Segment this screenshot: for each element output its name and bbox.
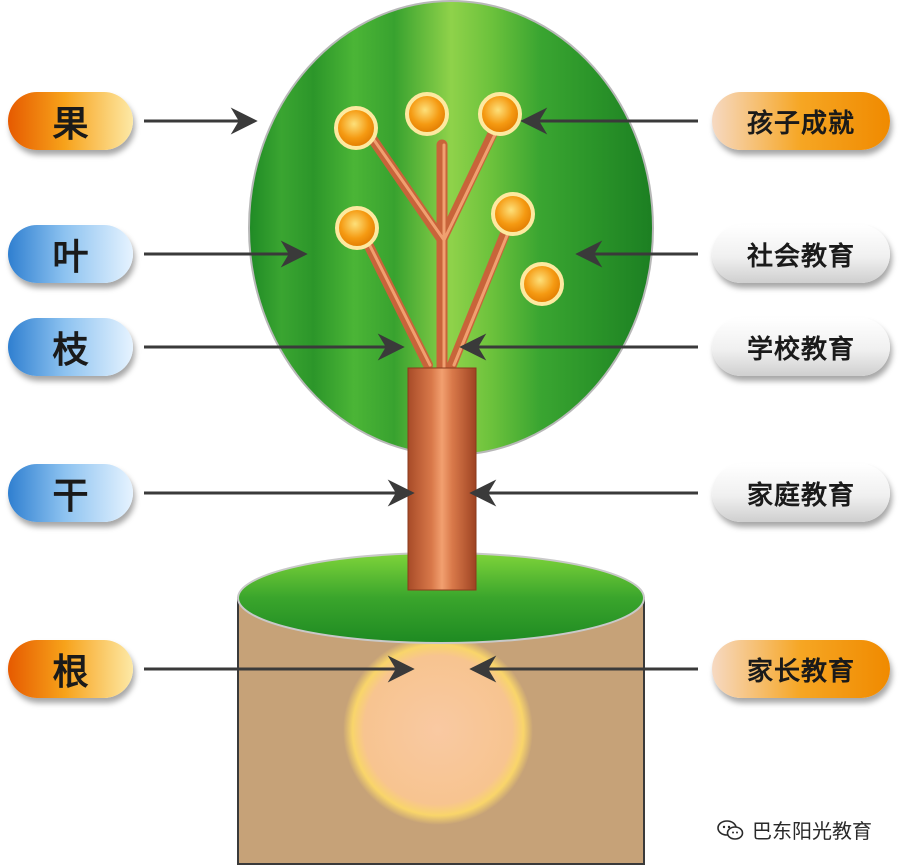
label-fruit: 果: [8, 92, 133, 150]
label-child-achievement: 孩子成就: [712, 92, 890, 150]
label-leaf: 叶: [8, 225, 133, 283]
fruits: [334, 92, 564, 306]
right-arrows: [459, 107, 698, 683]
fruit: [478, 92, 522, 136]
label-family-education: 家庭教育: [712, 464, 890, 522]
fruit: [405, 92, 449, 136]
wechat-icon: [717, 819, 744, 840]
watermark: 巴东阳光教育: [716, 815, 872, 844]
watermark-text: 巴东阳光教育: [752, 819, 872, 843]
label-parent-education: 家长教育: [712, 640, 890, 698]
left-arrows: [144, 107, 415, 683]
tree-trunk: [407, 367, 477, 591]
fruit: [491, 192, 535, 236]
label-root: 根: [8, 640, 133, 698]
label-school-education: 学校教育: [712, 318, 890, 376]
fruit: [335, 206, 379, 250]
label-trunk: 干: [8, 464, 133, 522]
fruit: [334, 106, 378, 150]
label-branch: 枝: [8, 318, 133, 376]
root-glow: [343, 635, 533, 825]
label-social-education: 社会教育: [712, 225, 890, 283]
fruit: [520, 262, 564, 306]
